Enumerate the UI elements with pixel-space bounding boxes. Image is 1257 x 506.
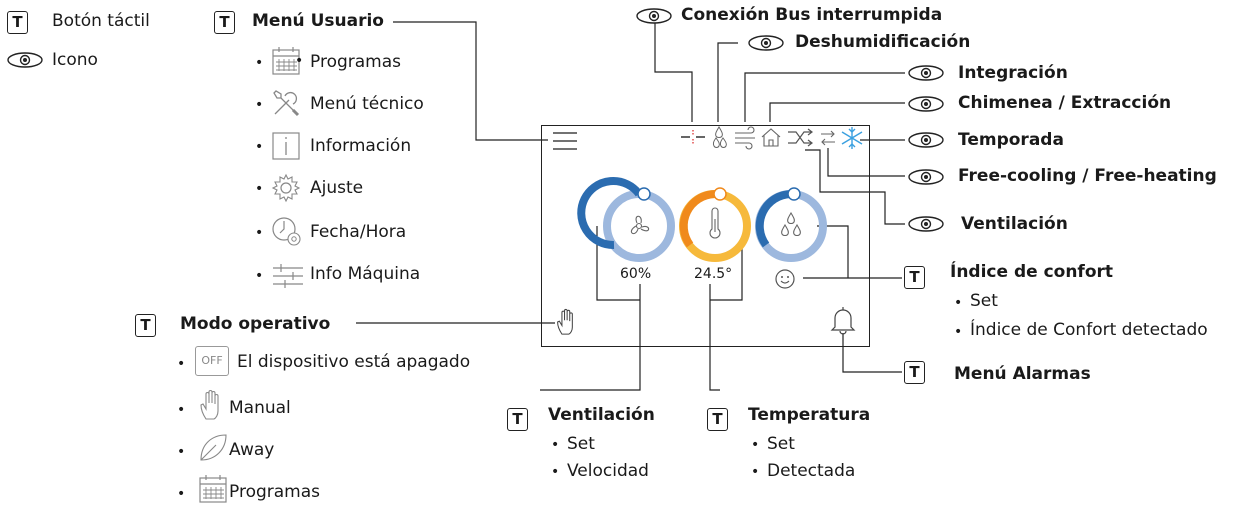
leaf-icon bbox=[200, 434, 227, 461]
calendar-icon bbox=[199, 475, 227, 503]
free-cooling-icon bbox=[821, 130, 835, 146]
comfort-title: Índice de confort bbox=[950, 262, 1114, 282]
sliders-icon bbox=[273, 264, 303, 288]
user-menu-item-datetime: Fecha/Hora bbox=[310, 222, 407, 242]
eye-icon bbox=[908, 169, 944, 185]
touch-button-icon: T bbox=[904, 266, 925, 289]
ventilation-value: 60% bbox=[620, 266, 652, 282]
callout-season: Temporada bbox=[958, 130, 1064, 150]
user-menu-item-programs: Programas bbox=[295, 52, 401, 72]
info-icon bbox=[272, 132, 300, 160]
temperature-item-set: Set bbox=[767, 434, 795, 454]
chimney-icon bbox=[761, 128, 781, 147]
off-badge-icon: OFF bbox=[195, 346, 229, 376]
temperature-item-detected: Detectada bbox=[767, 461, 856, 481]
clock-gear-icon bbox=[272, 217, 301, 246]
eye-icon bbox=[908, 132, 944, 148]
touch-button-icon: T bbox=[904, 361, 925, 384]
temperature-dial[interactable] bbox=[674, 185, 756, 267]
touch-button-legend-icon: T bbox=[7, 11, 28, 34]
user-menu-item-settings: Ajuste bbox=[310, 178, 364, 198]
dehumidification-icon bbox=[712, 126, 727, 148]
eye-icon bbox=[908, 96, 944, 112]
eye-icon bbox=[7, 52, 43, 68]
device-screen bbox=[541, 125, 870, 347]
eye-icon bbox=[908, 65, 944, 81]
legend-touch-button-label: Botón táctil bbox=[52, 11, 150, 31]
operating-mode-title: Modo operativo bbox=[180, 314, 331, 334]
temperature-title: Temperatura bbox=[748, 405, 871, 425]
alarms-title: Menú Alarmas bbox=[954, 364, 1091, 384]
user-menu-title: Menú Usuario bbox=[252, 11, 384, 31]
touch-button-icon: T bbox=[135, 314, 156, 337]
legend-icon-label: Icono bbox=[52, 50, 98, 70]
touch-button-icon: T bbox=[707, 408, 728, 431]
eye-icon bbox=[636, 8, 672, 24]
eye-icon bbox=[748, 35, 784, 51]
callout-chimney: Chimenea / Extracción bbox=[958, 93, 1172, 113]
smiley-icon[interactable] bbox=[774, 268, 796, 290]
comfort-item-set: Set bbox=[970, 291, 998, 311]
ventilation-item-speed: Velocidad bbox=[567, 461, 649, 481]
operating-mode-item-manual: Manual bbox=[229, 398, 291, 418]
integration-icon bbox=[735, 126, 755, 150]
callout-integration: Integración bbox=[958, 63, 1068, 83]
tools-icon bbox=[273, 90, 300, 117]
menu-icon[interactable] bbox=[551, 130, 579, 152]
callout-dehumidification: Deshumidificación bbox=[795, 32, 971, 52]
operating-mode-item-away: Away bbox=[229, 440, 275, 460]
callout-ventilation-icon: Ventilación bbox=[961, 214, 1068, 234]
callout-bus: Conexión Bus interrumpida bbox=[681, 5, 943, 25]
gear-icon bbox=[271, 173, 301, 203]
bell-icon[interactable] bbox=[830, 305, 856, 335]
callout-free-cooling: Free-cooling / Free-heating bbox=[958, 166, 1217, 186]
humidity-dial[interactable] bbox=[750, 185, 832, 267]
hand-icon bbox=[200, 390, 219, 420]
user-menu-item-technical: Menú técnico bbox=[310, 94, 424, 114]
ventilation-title: Ventilación bbox=[548, 405, 655, 425]
bus-disconnected-icon bbox=[681, 130, 705, 144]
ventilation-status-icon bbox=[788, 128, 813, 147]
operating-mode-hand-icon[interactable] bbox=[555, 307, 581, 337]
touch-button-icon: T bbox=[507, 408, 528, 431]
ventilation-dial[interactable] bbox=[577, 177, 680, 267]
comfort-item-detected: Índice de Confort detectado bbox=[970, 320, 1208, 340]
eye-icon bbox=[908, 216, 944, 232]
operating-mode-item-off: El dispositivo está apagado bbox=[237, 352, 471, 372]
snowflake-icon bbox=[841, 127, 863, 149]
user-menu-item-machine-info: Info Máquina bbox=[310, 264, 421, 284]
user-menu-item-info: Información bbox=[310, 136, 412, 156]
operating-mode-item-programs: Programas bbox=[229, 482, 321, 502]
touch-button-icon: T bbox=[214, 11, 235, 34]
ventilation-item-set: Set bbox=[567, 434, 595, 454]
temperature-value: 24.5° bbox=[694, 266, 733, 282]
